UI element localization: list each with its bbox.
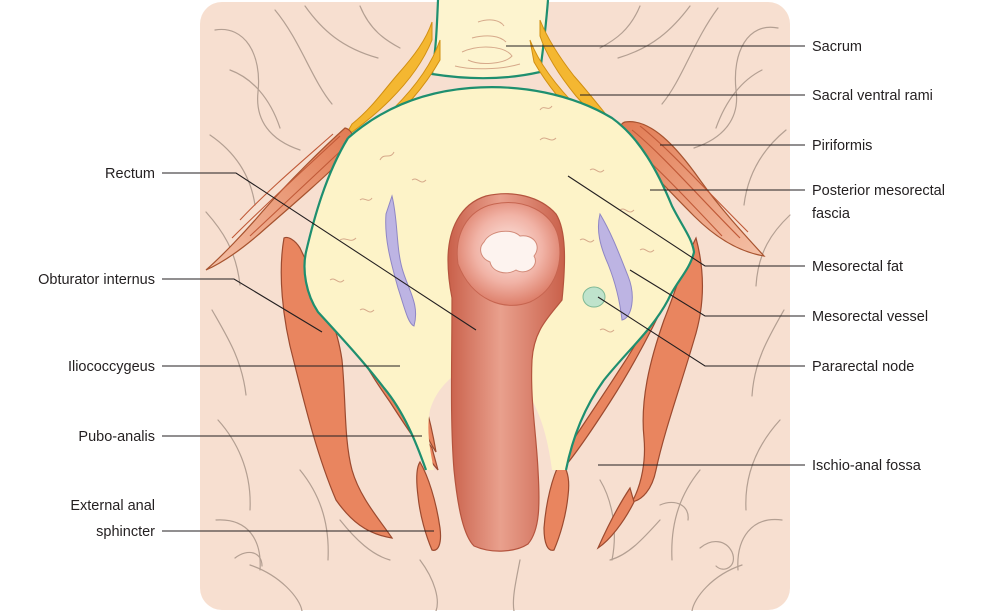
label-posterior-mesorectal-fascia-line1: Posterior mesorectal bbox=[812, 183, 945, 199]
label-obturator-internus: Obturator internus bbox=[38, 272, 155, 288]
label-pararectal-node: Pararectal node bbox=[812, 359, 914, 375]
label-mesorectal-fat: Mesorectal fat bbox=[812, 259, 903, 275]
label-iliococcygeus: Iliococcygeus bbox=[68, 359, 155, 375]
label-piriformis: Piriformis bbox=[812, 138, 872, 154]
label-sacrum: Sacrum bbox=[812, 39, 862, 55]
label-pubo-analis: Pubo-analis bbox=[78, 429, 155, 445]
label-sacral-ventral-rami: Sacral ventral rami bbox=[812, 88, 933, 104]
label-ischio-anal-fossa: Ischio-anal fossa bbox=[812, 458, 922, 474]
label-posterior-mesorectal-fascia-line2: fascia bbox=[812, 206, 851, 222]
label-rectum: Rectum bbox=[105, 166, 155, 182]
label-external-anal-sphincter-line2: sphincter bbox=[96, 524, 155, 540]
label-external-anal-sphincter-line1: External anal bbox=[70, 498, 155, 514]
sacrum bbox=[432, 0, 548, 78]
pararectal-node bbox=[583, 287, 605, 307]
label-mesorectal-vessel: Mesorectal vessel bbox=[812, 309, 928, 325]
